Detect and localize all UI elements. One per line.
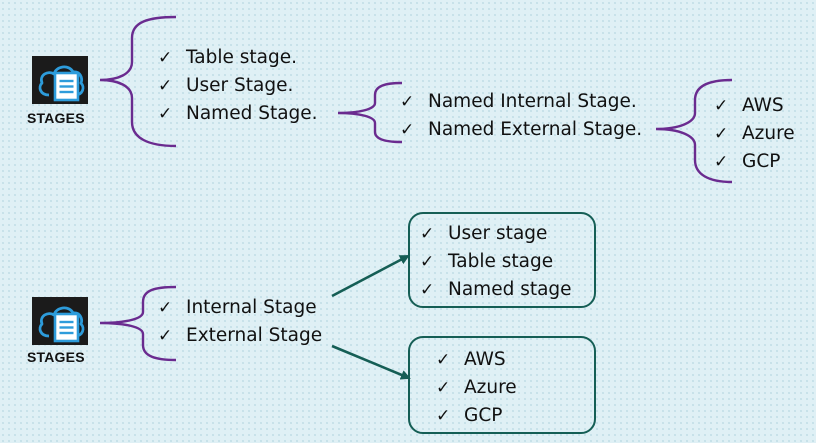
arrow-to-internal-box bbox=[331, 254, 410, 298]
item-label: User Stage. bbox=[186, 75, 294, 96]
item-named-stage: ✓ Named Stage. bbox=[158, 100, 318, 128]
check-icon: ✓ bbox=[436, 406, 451, 426]
item-label: Table stage bbox=[448, 251, 554, 272]
check-icon: ✓ bbox=[400, 120, 415, 140]
internal-stage-types-box bbox=[408, 212, 596, 308]
item-internal-stage: ✓ Internal Stage bbox=[158, 294, 317, 322]
item-user-stage: ✓ User Stage. bbox=[158, 72, 293, 100]
item-label: External Stage bbox=[186, 325, 323, 346]
item-label: AWS bbox=[464, 349, 506, 370]
check-icon: ✓ bbox=[436, 350, 451, 370]
check-icon: ✓ bbox=[158, 104, 173, 124]
item-cloud-gcp-top: ✓ GCP bbox=[714, 148, 780, 176]
item-named-external-stage: ✓ Named External Stage. bbox=[400, 116, 642, 144]
item-label: GCP bbox=[464, 405, 503, 426]
stages-label-bottom: STAGES bbox=[27, 349, 85, 365]
check-icon: ✓ bbox=[158, 48, 173, 68]
check-icon: ✓ bbox=[400, 92, 415, 112]
brace-stage-types bbox=[99, 15, 177, 148]
item-label: Named Internal Stage. bbox=[428, 91, 637, 112]
item-table-stage: ✓ Table stage. bbox=[158, 44, 297, 72]
item-label: Named Stage. bbox=[186, 103, 318, 124]
external-clouds-box bbox=[408, 336, 596, 434]
check-icon: ✓ bbox=[158, 326, 173, 346]
check-icon: ✓ bbox=[420, 224, 435, 244]
item-cloud-aws-bottom: ✓ AWS bbox=[436, 346, 506, 374]
check-icon: ✓ bbox=[158, 298, 173, 318]
check-icon: ✓ bbox=[420, 280, 435, 300]
cloud-document-icon bbox=[32, 297, 88, 345]
item-label: GCP bbox=[742, 151, 781, 172]
brace-internal-external bbox=[99, 285, 177, 362]
item-label: Named stage bbox=[448, 279, 572, 300]
item-user-stage-bottom: ✓ User stage bbox=[420, 220, 547, 248]
item-label: Table stage. bbox=[186, 47, 297, 68]
brace-named-stage bbox=[337, 81, 403, 144]
item-label: Internal Stage bbox=[186, 297, 317, 318]
item-cloud-azure-top: ✓ Azure bbox=[714, 120, 795, 148]
check-icon: ✓ bbox=[714, 96, 729, 116]
brace-external-clouds bbox=[655, 78, 733, 184]
item-cloud-gcp-bottom: ✓ GCP bbox=[436, 402, 502, 430]
item-named-stage-bottom: ✓ Named stage bbox=[420, 276, 572, 304]
arrow-to-external-box bbox=[331, 344, 411, 380]
cloud-document-icon bbox=[32, 56, 88, 104]
item-cloud-aws-top: ✓ AWS bbox=[714, 92, 784, 120]
stages-label-top: STAGES bbox=[27, 110, 85, 126]
item-named-internal-stage: ✓ Named Internal Stage. bbox=[400, 88, 637, 116]
check-icon: ✓ bbox=[158, 76, 173, 96]
check-icon: ✓ bbox=[420, 252, 435, 272]
check-icon: ✓ bbox=[714, 152, 729, 172]
item-label: Named External Stage. bbox=[428, 119, 643, 140]
item-label: Azure bbox=[742, 123, 795, 144]
check-icon: ✓ bbox=[436, 378, 451, 398]
item-label: AWS bbox=[742, 95, 784, 116]
item-external-stage: ✓ External Stage bbox=[158, 322, 322, 350]
item-label: Azure bbox=[464, 377, 517, 398]
item-table-stage-bottom: ✓ Table stage bbox=[420, 248, 553, 276]
item-cloud-azure-bottom: ✓ Azure bbox=[436, 374, 517, 402]
check-icon: ✓ bbox=[714, 124, 729, 144]
item-label: User stage bbox=[448, 223, 548, 244]
